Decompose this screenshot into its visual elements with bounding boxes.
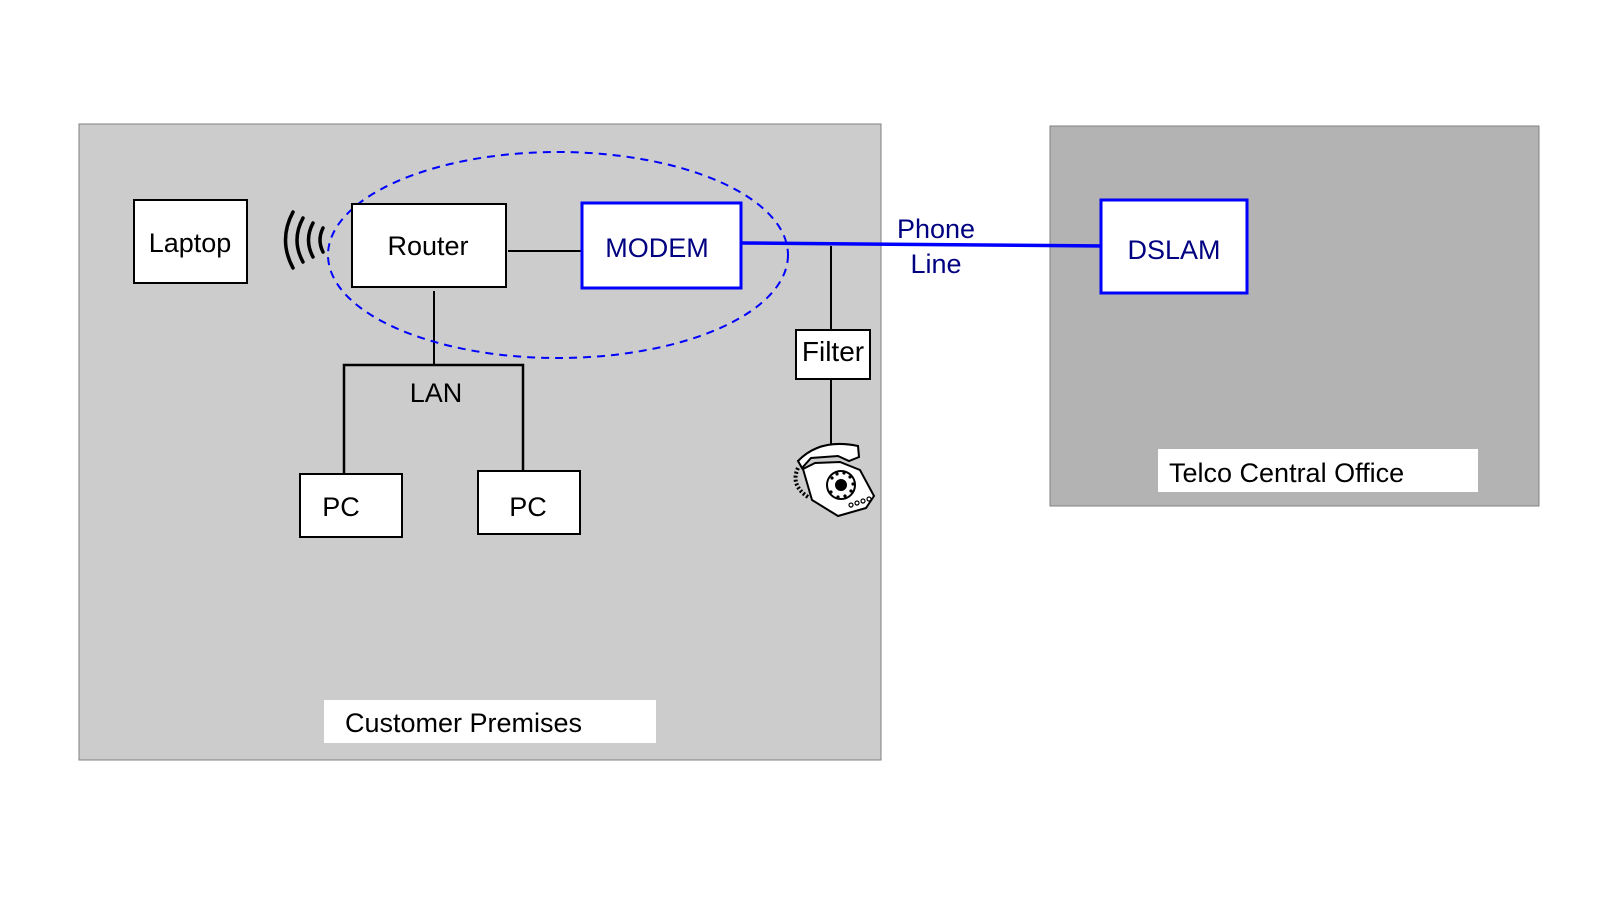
filter-label: Filter: [802, 336, 864, 367]
pc-left-label: PC: [322, 492, 360, 522]
rotary-telephone-icon: [793, 442, 876, 518]
phone-line-label-bottom: Line: [910, 249, 961, 279]
customer-premises-label-text: Customer Premises: [345, 708, 582, 738]
laptop-label: Laptop: [149, 228, 232, 258]
laptop-node[interactable]: Laptop: [133, 199, 248, 284]
lan-bus: [342, 363, 525, 481]
filter-node[interactable]: Filter: [795, 329, 871, 380]
customer-premises-label: Customer Premises: [324, 700, 656, 743]
modem-node[interactable]: MODEM: [580, 201, 743, 290]
phone-line: [740, 241, 1108, 248]
central-office-label-text: Telco Central Office: [1169, 458, 1404, 488]
router-label: Router: [387, 231, 468, 261]
pc-node-left[interactable]: PC: [299, 473, 403, 538]
central-office-region: [1049, 125, 1540, 507]
lan-label: LAN: [410, 378, 463, 408]
pc-right-label: PC: [509, 492, 547, 522]
dslam-node[interactable]: DSLAM: [1099, 198, 1249, 295]
router-node[interactable]: Router: [351, 203, 507, 288]
central-office-label: Telco Central Office: [1158, 449, 1478, 492]
dslam-label: DSLAM: [1127, 235, 1220, 265]
phone-line-label-top: Phone: [897, 214, 975, 244]
wifi-signal-icon: [283, 210, 325, 270]
gateway-grouping-ellipse: [327, 151, 789, 359]
modem-label: MODEM: [605, 233, 709, 263]
pc-node-right[interactable]: PC: [477, 470, 581, 535]
